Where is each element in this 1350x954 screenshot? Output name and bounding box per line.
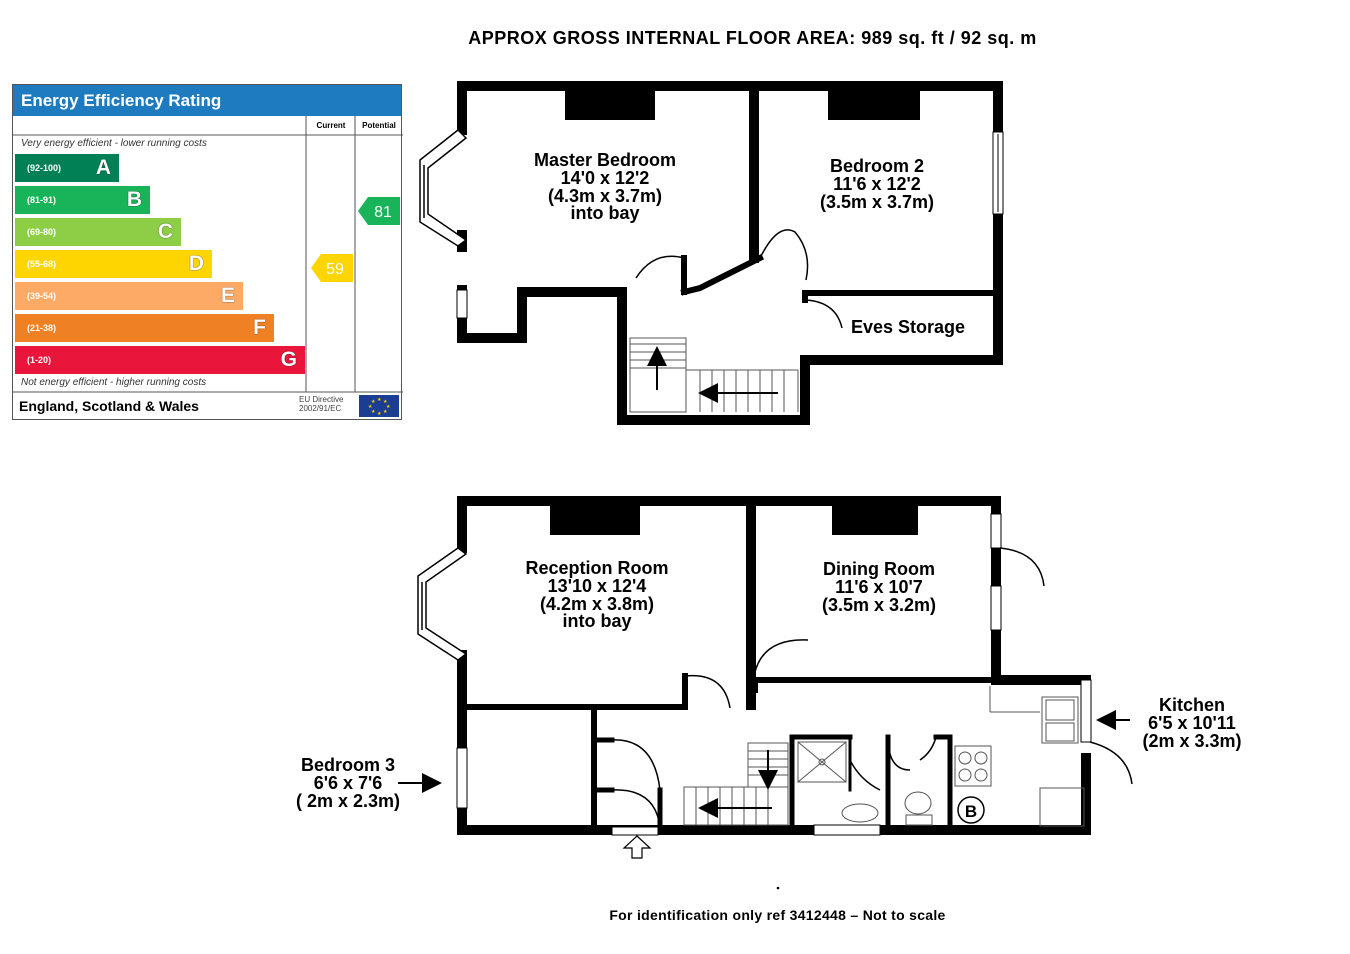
- eu-directive: EU Directive 2002/91/EC: [299, 395, 343, 413]
- bedroom2-size-m: (3.5m x 3.7m): [820, 192, 934, 212]
- bedroom2-size-ft: 11'6 x 12'2: [833, 174, 921, 194]
- reception-note: into bay: [562, 611, 631, 631]
- epc-grid: [13, 116, 403, 393]
- epc-band-range: (55-68): [27, 259, 57, 269]
- potential-rating-value: 81: [374, 204, 392, 221]
- current-rating-arrow: 59: [311, 254, 353, 282]
- epc-band-letter: F: [253, 316, 266, 339]
- bedroom3-size-ft: 6'6 x 7'6: [314, 773, 383, 793]
- epc-title: Energy Efficiency Rating: [13, 85, 401, 116]
- dining-size-ft: 11'6 x 10'7: [835, 577, 923, 597]
- master-bedroom-size-m: (4.3m x 3.7m): [548, 186, 662, 206]
- potential-column-header: Potential: [362, 121, 396, 130]
- epc-band-letter: C: [157, 220, 173, 243]
- first-floor-plan: Master Bedroom 14'0 x 12'2 (4.3m x 3.7m)…: [419, 81, 1004, 425]
- epc-band-b: (81-91) B: [15, 186, 150, 214]
- eu-directive-line2: 2002/91/EC: [299, 404, 342, 413]
- entrance-arrow-icon: [611, 826, 659, 859]
- dining-size-m: (3.5m x 3.2m): [822, 595, 936, 615]
- dining-name: Dining Room: [823, 559, 935, 579]
- epc-band-g: (1-20) G: [15, 346, 305, 374]
- epc-note-top: Very energy efficient - lower running co…: [21, 138, 207, 149]
- epc-band-a: (92-100) A: [15, 154, 119, 182]
- reception-size-m: (4.2m x 3.8m): [540, 594, 654, 614]
- epc-band-letter: A: [95, 156, 111, 179]
- footer-reference: For identification only ref 3412448 – No…: [609, 907, 946, 923]
- epc-band-letter: E: [220, 284, 235, 307]
- kitchen-name: Kitchen: [1159, 695, 1225, 715]
- ground-floor-plan: B Reception Room 13'10 x 12'4 (4.2m x 3.…: [296, 496, 1242, 859]
- epc-band-d: (55-68) D: [15, 250, 212, 278]
- epc-band-range: (21-38): [27, 323, 57, 333]
- bedroom3-size-m: ( 2m x 2.3m): [296, 791, 400, 811]
- kitchen-size-ft: 6'5 x 10'11: [1148, 713, 1236, 733]
- floor-area-heading: APPROX GROSS INTERNAL FLOOR AREA: 989 sq…: [468, 28, 1037, 48]
- boiler-symbol: B: [965, 802, 977, 821]
- epc-band-letter: G: [280, 348, 297, 371]
- current-column-header: Current: [316, 121, 346, 130]
- master-bedroom-size-ft: 14'0 x 12'2: [561, 168, 650, 188]
- master-bedroom-name: Master Bedroom: [534, 150, 676, 170]
- eu-directive-line1: EU Directive: [299, 395, 344, 404]
- current-rating-value: 59: [326, 261, 344, 278]
- epc-band-c: (69-80) C: [15, 218, 181, 246]
- epc-band-f: (21-38) F: [15, 314, 274, 342]
- bedroom3-name: Bedroom 3: [301, 755, 395, 775]
- eves-storage-name: Eves Storage: [851, 317, 965, 337]
- epc-band-range: (1-20): [27, 355, 52, 365]
- kitchen-size-m: (2m x 3.3m): [1142, 731, 1241, 751]
- epc-band-range: (81-91): [27, 195, 57, 205]
- eu-flag-icon: ★★★ ★★★ ★★: [359, 395, 399, 417]
- reception-size-ft: 13'10 x 12'4: [548, 576, 647, 596]
- epc-band-letter: D: [188, 252, 204, 275]
- epc-band-range: (92-100): [27, 163, 62, 173]
- bedroom2-name: Bedroom 2: [830, 156, 924, 176]
- boiler-icon: [957, 796, 985, 824]
- epc-band-letter: B: [126, 188, 142, 211]
- epc-band-e: (39-54) E: [15, 282, 243, 310]
- master-bedroom-note: into bay: [570, 203, 639, 223]
- energy-efficiency-chart: Energy Efficiency Rating Current Potenti…: [12, 84, 403, 420]
- reception-name: Reception Room: [525, 558, 668, 578]
- epc-region: England, Scotland & Wales: [19, 398, 199, 414]
- epc-band-range: (69-80): [27, 227, 57, 237]
- epc-note-bottom: Not energy efficient - higher running co…: [21, 377, 207, 388]
- potential-rating-arrow: 81: [358, 197, 400, 225]
- epc-band-range: (39-54): [27, 291, 57, 301]
